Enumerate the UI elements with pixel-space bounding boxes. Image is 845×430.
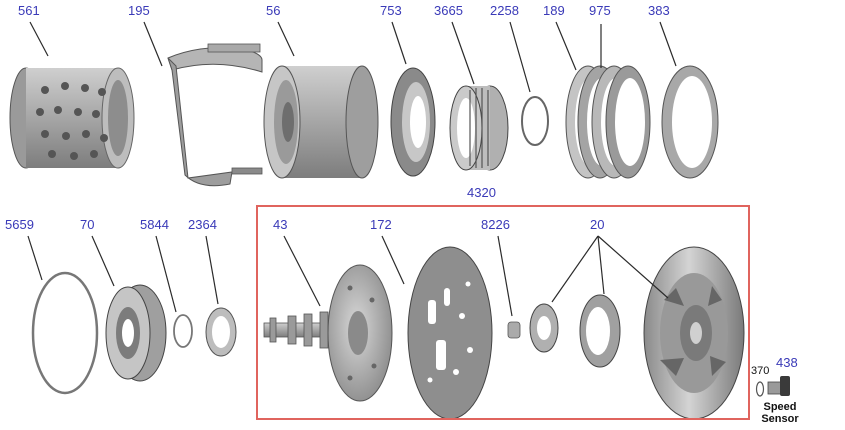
speed-sensor-caption: Speed Sensor	[752, 401, 808, 425]
label-20[interactable]: 20	[590, 217, 605, 232]
part-8226-separator-plate[interactable]	[407, 246, 521, 420]
part-5659-snap-ring[interactable]	[31, 271, 99, 395]
label-5844[interactable]: 5844	[140, 217, 169, 232]
label-753[interactable]: 753	[380, 3, 402, 18]
label-3665[interactable]: 3665	[434, 3, 463, 18]
part-172-stator-support[interactable]	[327, 264, 393, 402]
part-3665-roller-clutch[interactable]	[449, 85, 509, 171]
part-975-clutch-plates[interactable]	[591, 65, 651, 179]
label-195[interactable]: 195	[128, 3, 150, 18]
part-370-o-ring[interactable]	[755, 381, 765, 397]
part-195-band[interactable]	[167, 43, 263, 187]
label-8226[interactable]: 8226	[481, 217, 510, 232]
label-172[interactable]: 172	[370, 217, 392, 232]
label-2258[interactable]: 2258	[490, 3, 519, 18]
part-2364-washer[interactable]	[205, 307, 237, 357]
part-8226-valve[interactable]	[507, 321, 521, 339]
label-5659[interactable]: 5659	[5, 217, 34, 232]
label-975[interactable]: 975	[589, 3, 611, 18]
label-561[interactable]: 561	[18, 3, 40, 18]
part-753-piston[interactable]	[390, 67, 436, 177]
part-56-drum[interactable]	[263, 65, 379, 179]
label-56[interactable]: 56	[266, 3, 281, 18]
group-4320-highlight-box	[256, 205, 750, 420]
caption-line-1: Speed	[763, 401, 797, 413]
label-189[interactable]: 189	[543, 3, 565, 18]
leader-lines	[27, 21, 677, 317]
part-20-pump-assembly[interactable]	[529, 246, 745, 420]
label-70[interactable]: 70	[80, 217, 95, 232]
part-2258-snap-ring[interactable]	[521, 96, 549, 146]
part-5844-snap-ring[interactable]	[173, 314, 193, 348]
label-370[interactable]: 370	[751, 365, 770, 377]
label-383[interactable]: 383	[648, 3, 670, 18]
label-4320[interactable]: 4320	[467, 185, 496, 200]
part-438-speed-sensor[interactable]	[767, 376, 790, 396]
label-43[interactable]: 43	[273, 217, 288, 232]
part-561-drum[interactable]	[9, 67, 135, 169]
part-383-plate[interactable]	[661, 65, 719, 179]
part-70-hub[interactable]	[105, 284, 167, 382]
label-438[interactable]: 438	[776, 355, 798, 370]
caption-line-2: Sensor	[761, 413, 799, 425]
label-2364[interactable]: 2364	[188, 217, 217, 232]
